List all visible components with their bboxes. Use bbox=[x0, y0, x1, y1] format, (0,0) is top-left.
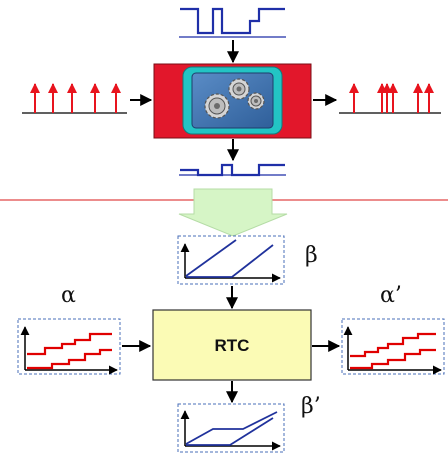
beta-label: β bbox=[305, 243, 318, 268]
alpha-label: α bbox=[61, 283, 76, 308]
alpha-curve-panel bbox=[18, 319, 120, 374]
input-event-stream bbox=[22, 84, 127, 113]
gear-icon bbox=[205, 94, 229, 118]
service-pattern-output bbox=[179, 165, 286, 175]
processor-block bbox=[154, 64, 311, 138]
alpha-prime-label: α’ bbox=[380, 283, 402, 308]
gear-icon bbox=[229, 79, 249, 99]
gear-icon bbox=[248, 93, 264, 109]
rtc-label: RTC bbox=[215, 336, 250, 355]
abstraction-arrow bbox=[179, 189, 287, 236]
beta-prime-curve-panel bbox=[178, 404, 284, 452]
rtc-block: RTC bbox=[153, 310, 311, 380]
output-event-stream bbox=[339, 84, 441, 113]
beta-prime-label: β’ bbox=[301, 394, 321, 419]
service-pattern-input bbox=[179, 9, 286, 37]
alpha-prime-curve-panel bbox=[342, 319, 444, 374]
beta-curve-panel bbox=[178, 236, 284, 284]
